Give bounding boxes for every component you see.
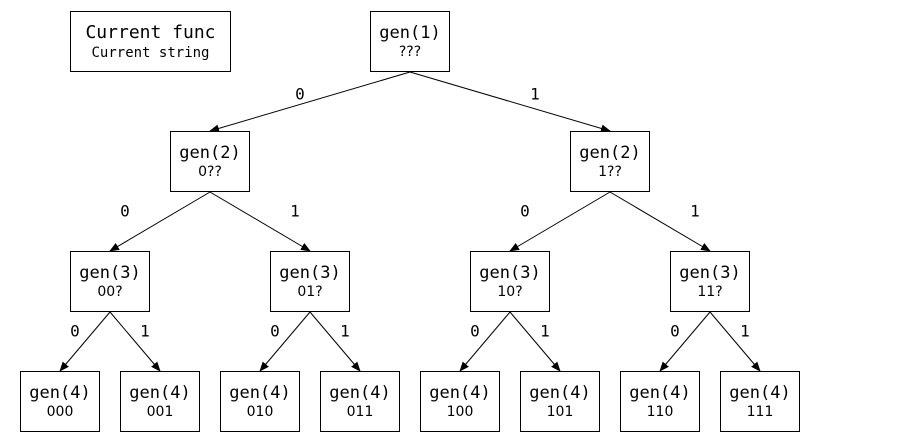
node-string-label: 0?? <box>198 163 222 180</box>
tree-node-root: gen(1)??? <box>370 11 450 72</box>
node-string-label: 100 <box>446 403 474 420</box>
edge-l2b-l3c <box>509 191 611 252</box>
edge-label-l3c-l4f: 1 <box>540 321 550 341</box>
node-func-label: gen(4) <box>529 382 591 403</box>
edge-l3b-l4d <box>309 311 361 372</box>
node-string-label: 010 <box>246 403 274 420</box>
tree-node-l4g: gen(4)110 <box>620 371 700 432</box>
tree-node-l2b: gen(2)1?? <box>570 131 650 192</box>
edge-l3b-l4c <box>259 311 311 372</box>
edge-label-l2b-l3c: 0 <box>520 201 530 221</box>
tree-node-l2a: gen(2)0?? <box>170 131 250 192</box>
node-func-label: gen(4) <box>329 382 391 403</box>
node-func-label: gen(4) <box>29 382 91 403</box>
edge-label-l3d-l4h: 1 <box>740 321 750 341</box>
tree-node-l4a: gen(4)000 <box>20 371 100 432</box>
node-string-label: 101 <box>546 403 574 420</box>
node-func-label: gen(3) <box>479 262 541 283</box>
edge-label-l2a-l3b: 1 <box>290 201 300 221</box>
edge-label-l3a-l4b: 1 <box>140 321 150 341</box>
node-string-label: 01? <box>297 283 323 300</box>
tree-node-l4h: gen(4)111 <box>720 371 800 432</box>
node-func-label: gen(4) <box>229 382 291 403</box>
legend-string-label: Current string <box>91 44 210 61</box>
node-string-label: 11? <box>697 283 723 300</box>
edge-l2a-l3a <box>109 191 211 252</box>
edge-label-l3a-l4a: 0 <box>70 321 80 341</box>
edge-l3d-l4h <box>709 311 761 372</box>
node-string-label: 1?? <box>598 163 622 180</box>
node-func-label: gen(2) <box>579 142 641 163</box>
node-string-label: 000 <box>46 403 74 420</box>
edge-label-root-l2b: 1 <box>530 84 540 104</box>
node-func-label: gen(3) <box>679 262 741 283</box>
node-string-label: 110 <box>646 403 674 420</box>
edge-label-l3d-l4g: 0 <box>670 321 680 341</box>
edge-root-l2b <box>409 71 611 133</box>
node-string-label: 011 <box>346 403 374 420</box>
node-func-label: gen(3) <box>279 262 341 283</box>
legend-func-label: Current func <box>85 21 216 43</box>
node-func-label: gen(4) <box>629 382 691 403</box>
tree-node-l3c: gen(3)10? <box>470 251 550 312</box>
edge-label-l3b-l4d: 1 <box>340 321 350 341</box>
node-func-label: gen(4) <box>129 382 191 403</box>
tree-node-l3a: gen(3)00? <box>70 251 150 312</box>
edge-root-l2a <box>209 71 411 133</box>
node-func-label: gen(4) <box>729 382 791 403</box>
tree-node-l4f: gen(4)101 <box>520 371 600 432</box>
node-string-label: 001 <box>146 403 174 420</box>
node-string-label: 111 <box>746 403 774 420</box>
tree-node-l4d: gen(4)011 <box>320 371 400 432</box>
edge-l3a-l4a <box>59 311 111 372</box>
edge-l3c-l4e <box>459 311 511 372</box>
edge-label-l3c-l4e: 0 <box>470 321 480 341</box>
node-func-label: gen(2) <box>179 142 241 163</box>
edge-l3c-l4f <box>509 311 561 372</box>
node-string-label: 00? <box>97 283 123 300</box>
node-func-label: gen(4) <box>429 382 491 403</box>
tree-node-l4e: gen(4)100 <box>420 371 500 432</box>
tree-node-l4b: gen(4)001 <box>120 371 200 432</box>
edge-label-l2b-l3d: 1 <box>690 201 700 221</box>
edge-l2a-l3b <box>209 191 311 252</box>
edge-l2b-l3d <box>609 191 711 252</box>
node-string-label: ??? <box>398 43 422 60</box>
node-func-label: gen(1) <box>379 22 441 43</box>
tree-node-l3d: gen(3)11? <box>670 251 750 312</box>
tree-node-l4c: gen(4)010 <box>220 371 300 432</box>
edge-l3d-l4g <box>659 311 711 372</box>
node-func-label: gen(3) <box>79 262 141 283</box>
legend-box: Current func Current string <box>70 11 231 72</box>
node-string-label: 10? <box>497 283 523 300</box>
edge-label-root-l2a: 0 <box>295 84 305 104</box>
edge-l3a-l4b <box>109 311 161 372</box>
edge-label-l3b-l4c: 0 <box>270 321 280 341</box>
edge-label-l2a-l3a: 0 <box>120 201 130 221</box>
tree-node-l3b: gen(3)01? <box>270 251 350 312</box>
